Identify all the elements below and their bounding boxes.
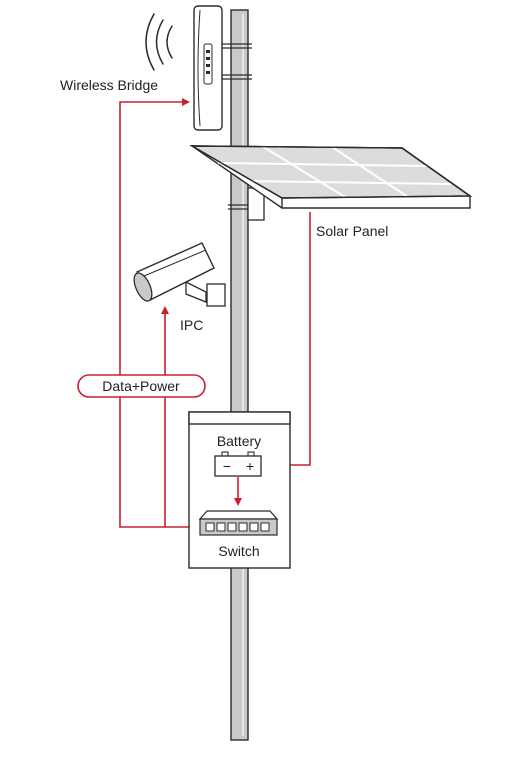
- ipc-camera: [133, 242, 226, 307]
- control-box: [188, 411, 291, 569]
- switch-icon: [198, 510, 279, 536]
- pole: [230, 9, 249, 741]
- wireless-bridge-label: Wireless Bridge: [60, 77, 158, 93]
- pole-brackets: [218, 43, 265, 221]
- data-power-tag: Data+Power: [77, 374, 206, 398]
- battery-icon: − +: [214, 451, 262, 477]
- data-power-label: Data+Power: [102, 378, 180, 394]
- switch-label: Switch: [218, 543, 259, 559]
- battery-label: Battery: [217, 433, 261, 449]
- solar-panel-label: Solar Panel: [316, 223, 388, 239]
- battery-minus-sign: −: [223, 458, 231, 474]
- battery-plus-sign: +: [246, 458, 254, 474]
- wifi-signal-icon: [145, 13, 173, 71]
- wireless-bridge-device: [193, 5, 223, 131]
- ipc-label: IPC: [180, 317, 203, 333]
- solar-panel: [189, 145, 473, 209]
